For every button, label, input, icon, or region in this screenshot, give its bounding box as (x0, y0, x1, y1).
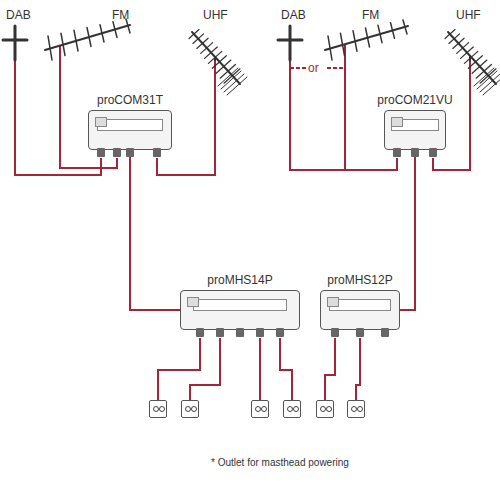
status-window (391, 117, 403, 127)
device-housing (320, 290, 400, 330)
antenna-element (403, 20, 407, 34)
f-connector (216, 328, 224, 337)
socket-hole (159, 406, 165, 412)
f-connector (411, 148, 419, 157)
splitter-box: proMHS14P (177, 272, 303, 330)
antenna-element (87, 28, 91, 47)
status-window (327, 297, 339, 307)
antenna-element (445, 30, 455, 39)
antenna-element (201, 43, 213, 54)
combiner-box: proCOM21VU (374, 92, 456, 150)
wall-outlet (181, 400, 199, 418)
socket-hole (326, 406, 332, 412)
antenna-element (341, 33, 345, 55)
antenna-element (224, 69, 240, 83)
antenna-element (220, 64, 235, 78)
antenna-element (353, 31, 357, 52)
or-note: or (308, 61, 319, 75)
antenna-element (193, 34, 204, 44)
antenna-element (476, 64, 491, 78)
f-connector (393, 148, 401, 157)
antenna-element (457, 43, 469, 54)
antenna-label: UHF (456, 8, 481, 22)
antenna-element (328, 36, 332, 60)
antenna-element (189, 30, 199, 39)
antenna-label: FM (112, 8, 129, 22)
device-name: proCOM31T (85, 92, 175, 108)
wall-outlet (251, 400, 269, 418)
status-window (187, 297, 199, 307)
device-housing (384, 110, 446, 150)
antenna-element (483, 77, 500, 95)
wall-outlet (283, 400, 301, 418)
f-connector (236, 328, 244, 337)
socket-hole (293, 406, 299, 412)
antenna-wires (15, 45, 470, 400)
combiner-box: proCOM31T (85, 92, 175, 150)
device-housing (88, 110, 172, 150)
status-window (95, 117, 107, 127)
antennas (3, 19, 500, 95)
socket-hole (191, 406, 197, 412)
antenna-label: UHF (203, 8, 228, 22)
antenna-element (48, 36, 52, 60)
antenna-element (197, 38, 208, 48)
socket-hole (357, 406, 363, 412)
f-connector (356, 328, 364, 337)
f-connector (429, 148, 437, 157)
antenna-element (453, 38, 464, 48)
footnote: * Outlet for masthead powering (211, 456, 349, 470)
antenna-element (74, 30, 78, 51)
coax-cable (130, 150, 180, 310)
f-connector (256, 328, 264, 337)
antenna-element (378, 25, 382, 42)
f-connector (331, 328, 339, 337)
antenna-label: FM (362, 8, 379, 22)
label-plate (193, 299, 287, 311)
f-connector (113, 148, 121, 157)
f-connector (381, 328, 389, 337)
device-name: proCOM21VU (374, 92, 456, 108)
antenna-element (366, 28, 370, 47)
antenna-label: DAB (281, 8, 306, 22)
antenna-element (227, 77, 247, 95)
label-plate (97, 119, 163, 131)
antenna-element (100, 25, 104, 42)
f-connector (196, 328, 204, 337)
antenna-element (391, 23, 395, 39)
antenna-label: DAB (6, 8, 31, 22)
f-connector (97, 148, 105, 157)
antenna-element (449, 34, 460, 44)
device-name: proMHS14P (177, 272, 303, 288)
antenna-element (61, 33, 65, 55)
wall-outlet (316, 400, 334, 418)
splitter-box: proMHS12P (317, 272, 403, 330)
f-connector (276, 328, 284, 337)
f-connector (126, 148, 134, 157)
antenna-element (113, 22, 117, 38)
device-name: proMHS12P (317, 272, 403, 288)
device-housing (180, 290, 300, 330)
antenna-element (480, 69, 496, 83)
f-connector (153, 148, 161, 157)
wall-outlet (347, 400, 365, 418)
wall-outlet (149, 400, 167, 418)
socket-hole (261, 406, 267, 412)
coax-cable (400, 150, 415, 310)
